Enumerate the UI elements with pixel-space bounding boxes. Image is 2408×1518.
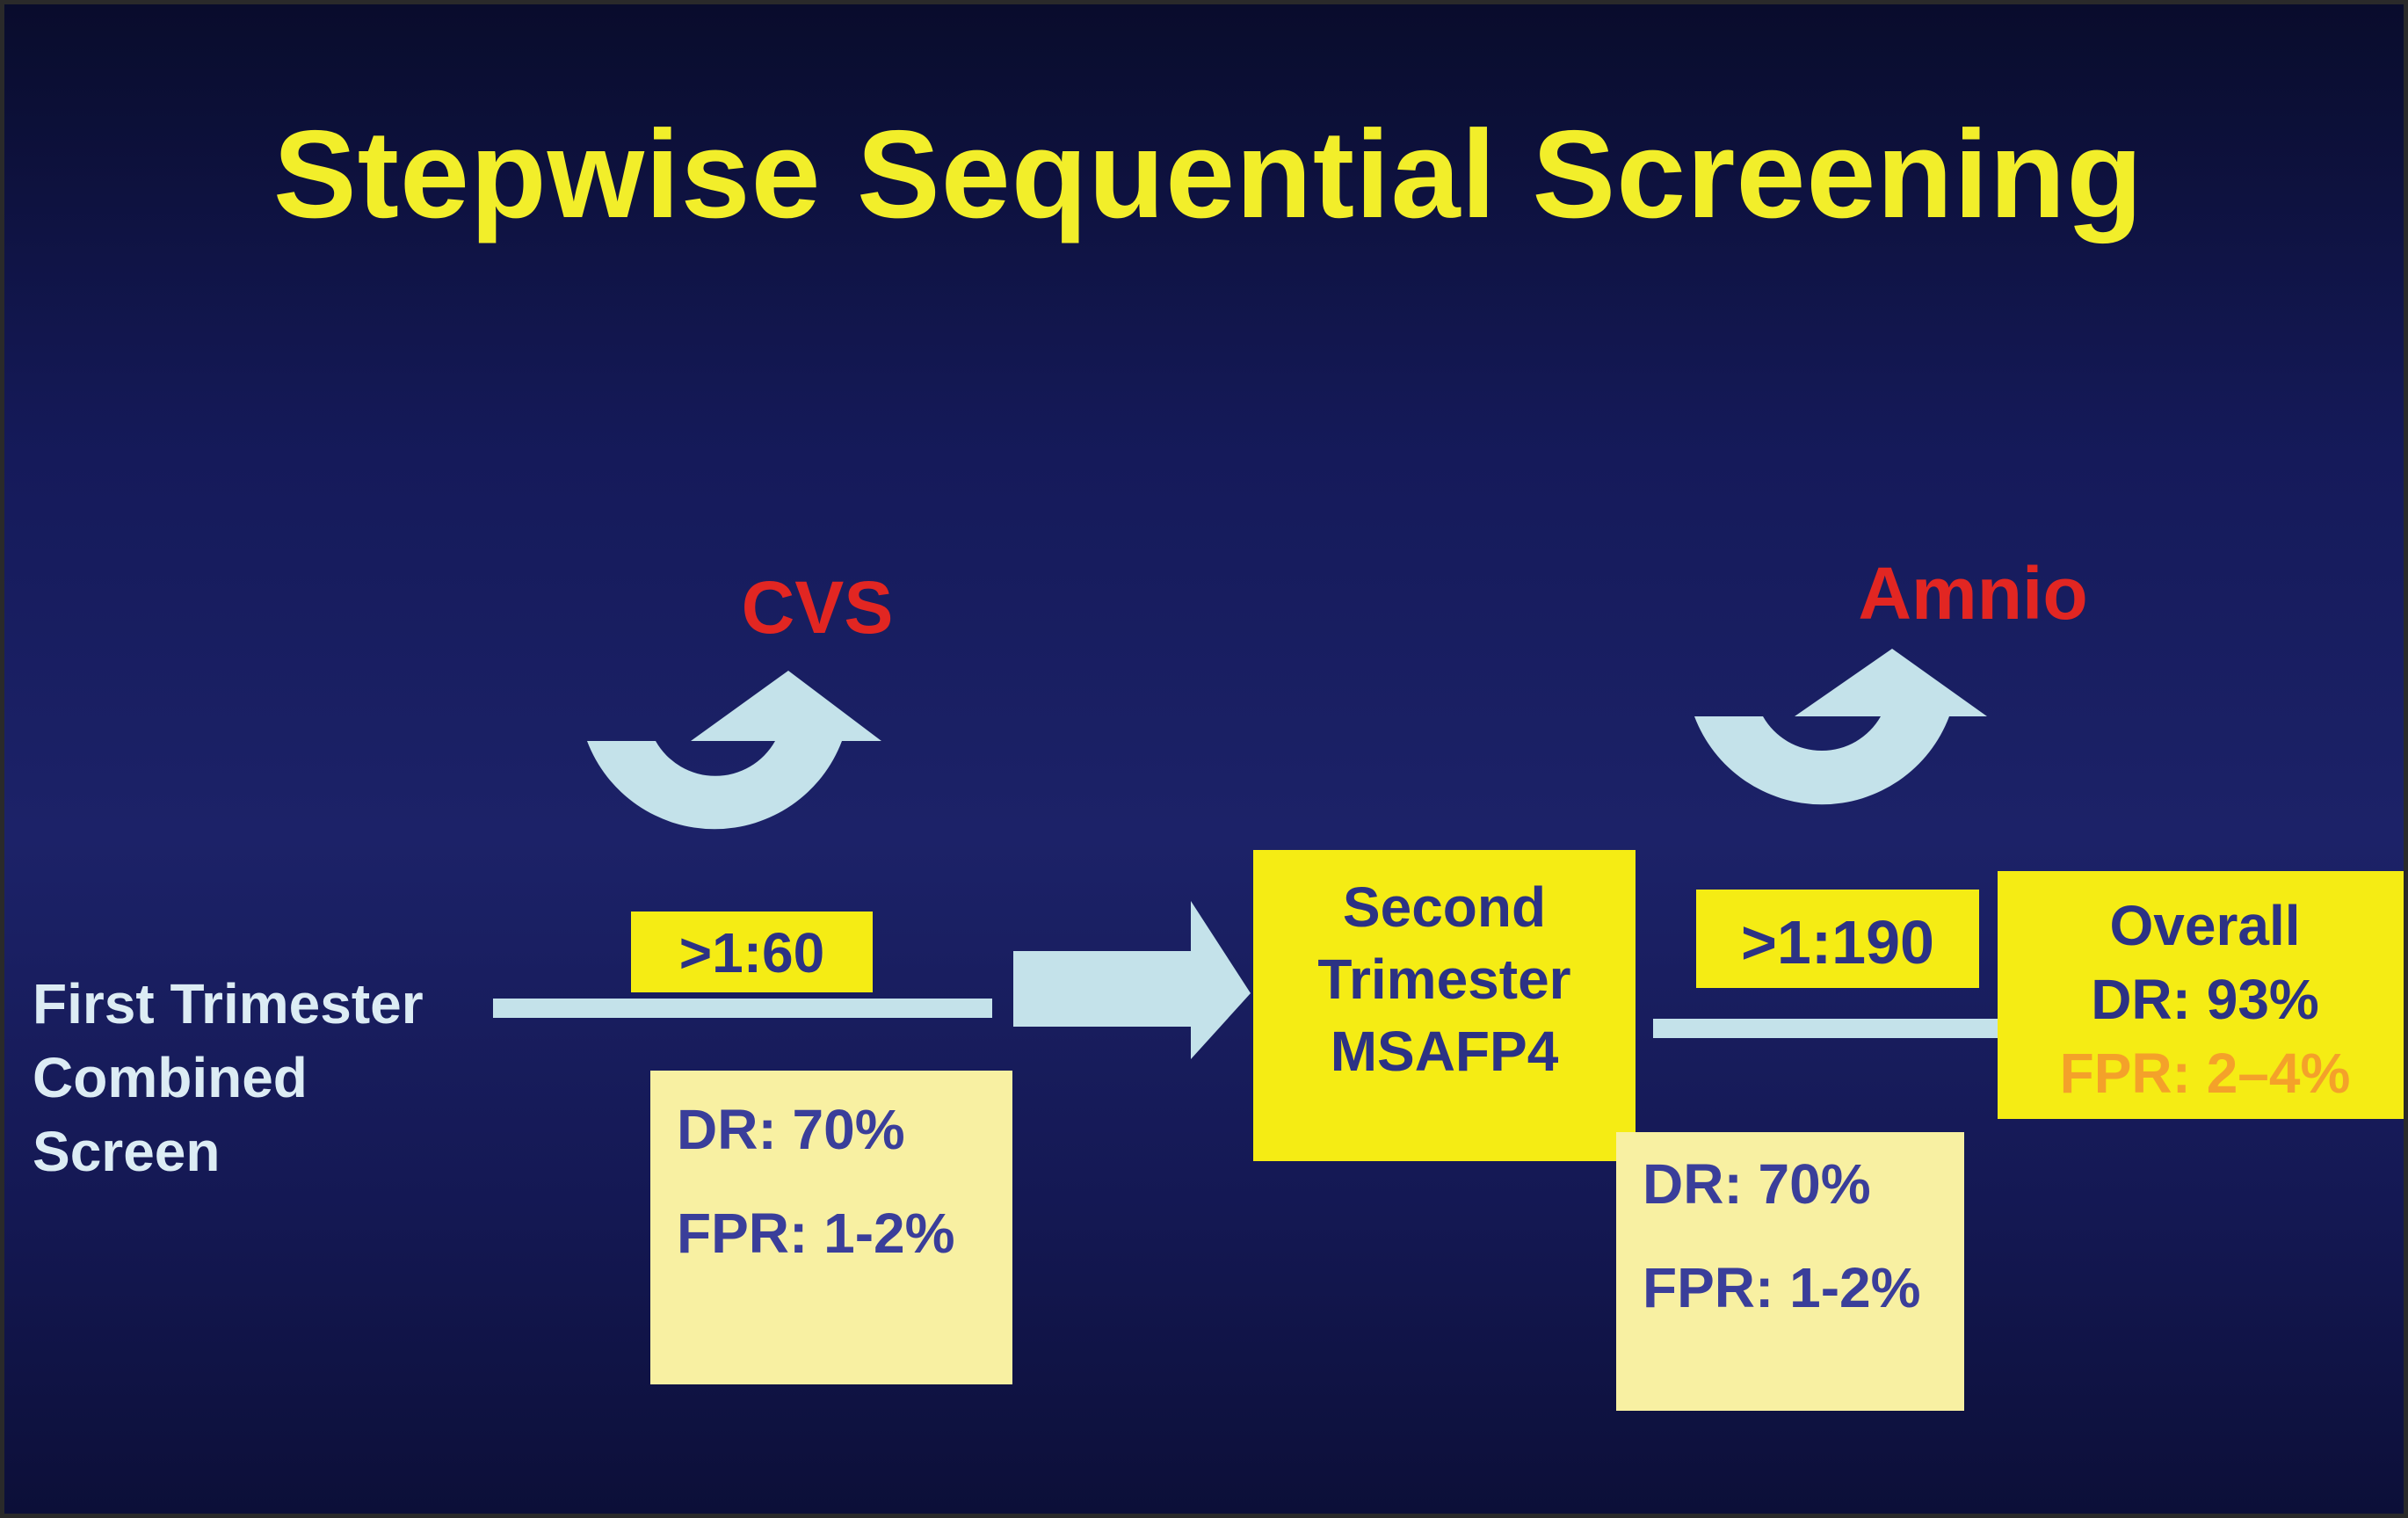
procedure-label-amnio: Amnio bbox=[1858, 552, 2088, 635]
overall-box: Overall DR: 93% FPR: 2–4% bbox=[1998, 871, 2404, 1119]
overall-heading: Overall bbox=[2109, 894, 2301, 957]
curved-arrow-cvs-icon bbox=[587, 671, 881, 830]
stats-box-first: DR: 70% FPR: 1-2% bbox=[650, 1071, 1012, 1384]
first-trimester-label: First Trimester Combined Screen bbox=[33, 967, 525, 1188]
procedure-label-cvs: CVS bbox=[741, 566, 894, 649]
right-arrow-icon bbox=[1013, 901, 1251, 1059]
first-label-line: Screen bbox=[33, 1120, 221, 1183]
detection-rate-first: DR: 70% bbox=[677, 1098, 905, 1161]
second-label-line: Second bbox=[1342, 875, 1547, 939]
threshold-value-second: >1:190 bbox=[1741, 908, 1934, 977]
curved-arrow-amnio-icon bbox=[1694, 649, 1987, 805]
second-trimester-box: Second Trimester MSAFP4 bbox=[1253, 850, 1636, 1161]
false-positive-rate-first: FPR: 1-2% bbox=[677, 1202, 955, 1265]
detection-rate-second: DR: 70% bbox=[1643, 1152, 1871, 1216]
first-label-line: First Trimester bbox=[33, 972, 424, 1035]
second-label-line: Trimester bbox=[1317, 948, 1571, 1011]
false-positive-rate-second: FPR: 1-2% bbox=[1643, 1256, 1921, 1319]
threshold-box-first: >1:60 bbox=[631, 912, 873, 992]
slide-title: Stepwise Sequential Screening bbox=[272, 105, 2144, 244]
overall-summary: Overall DR: 93% FPR: 2–4% bbox=[1998, 889, 2404, 1110]
threshold-box-second: >1:190 bbox=[1696, 890, 1979, 988]
second-trimester-label: Second Trimester MSAFP4 bbox=[1253, 871, 1636, 1087]
second-connector-line bbox=[1653, 1019, 1998, 1038]
overall-detection-rate: DR: 93% bbox=[2091, 968, 2319, 1031]
threshold-value-first: >1:60 bbox=[678, 921, 825, 984]
second-label-line: MSAFP4 bbox=[1330, 1020, 1559, 1083]
first-label-line: Combined bbox=[33, 1046, 308, 1109]
stats-box-second: DR: 70% FPR: 1-2% bbox=[1616, 1132, 1964, 1411]
overall-false-positive-rate: FPR: 2–4% bbox=[2059, 1042, 2351, 1105]
diagram-shapes bbox=[493, 649, 1998, 1059]
first-connector-line bbox=[493, 999, 992, 1018]
